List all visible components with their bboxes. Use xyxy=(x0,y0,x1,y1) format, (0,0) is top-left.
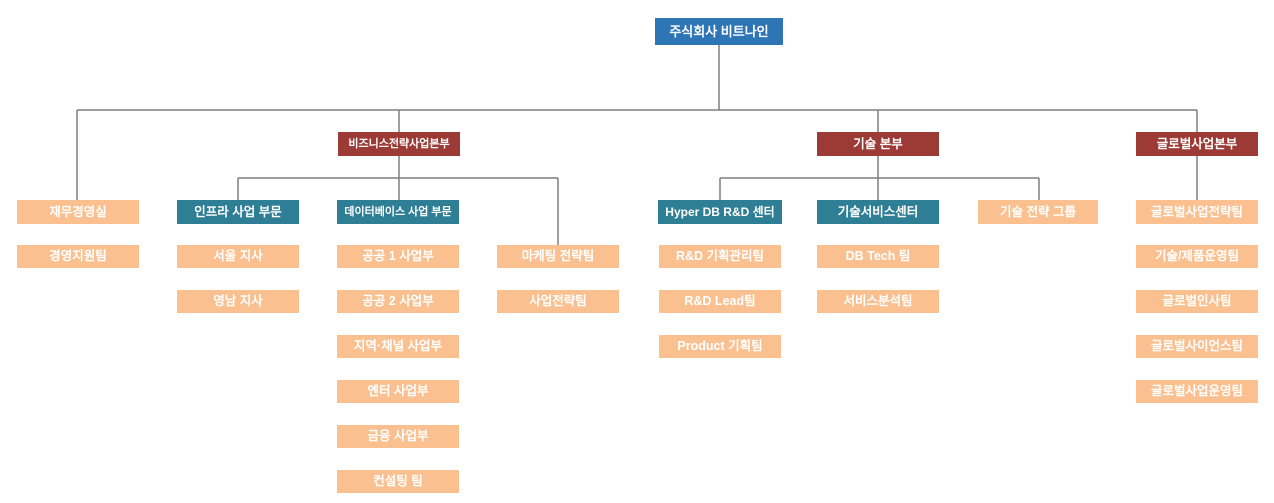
org-node-finance-management-office: 재무경영실 xyxy=(17,200,139,224)
org-node-public-1-dept: 공공 1 사업부 xyxy=(337,245,459,268)
org-node-business-strategy-division: 비즈니스전략사업본부 xyxy=(338,132,460,156)
org-node-global-science-team: 글로벌사이언스팀 xyxy=(1136,335,1258,358)
org-node-tech-product-ops-team: 기술/제품운영팀 xyxy=(1136,245,1258,268)
org-node-seoul-branch: 서울 지사 xyxy=(177,245,299,268)
org-node-technology-division: 기술 본부 xyxy=(817,132,939,156)
org-node-hyper-db-rnd-center: Hyper DB R&D 센터 xyxy=(658,200,782,224)
org-node-product-planning-team: Product 기획팀 xyxy=(659,335,781,358)
org-node-global-business-ops-team: 글로벌사업운영팀 xyxy=(1136,380,1258,403)
org-node-rnd-planning-team: R&D 기획관리팀 xyxy=(659,245,781,268)
org-node-global-hr-team: 글로벌인사팀 xyxy=(1136,290,1258,313)
org-node-service-analysis-team: 서비스분석팀 xyxy=(817,290,939,313)
org-node-global-division: 글로벌사업본부 xyxy=(1136,132,1258,156)
org-node-management-support-team: 경영지원팀 xyxy=(17,245,139,268)
org-node-finance-dept: 금융 사업부 xyxy=(337,425,459,448)
org-node-enterprise-dept: 엔터 사업부 xyxy=(337,380,459,403)
org-node-tech-strategy-group: 기술 전략 그룹 xyxy=(978,200,1098,224)
org-node-public-2-dept: 공공 2 사업부 xyxy=(337,290,459,313)
org-node-infra-unit: 인프라 사업 부문 xyxy=(177,200,299,224)
org-node-company: 주식회사 비트나인 xyxy=(655,18,783,45)
org-node-database-unit: 데이터베이스 사업 부문 xyxy=(337,200,459,224)
org-node-rnd-lead-team: R&D Lead팀 xyxy=(659,290,781,313)
org-node-global-business-strategy-team: 글로벌사업전략팀 xyxy=(1136,200,1258,224)
org-node-business-strategy-team: 사업전략팀 xyxy=(497,290,619,313)
org-node-region-channel-dept: 지역·채널 사업부 xyxy=(337,335,459,358)
org-node-marketing-strategy-team: 마케팅 전략팀 xyxy=(497,245,619,268)
org-node-yeongnam-branch: 영남 지사 xyxy=(177,290,299,313)
org-node-tech-service-center: 기술서비스센터 xyxy=(817,200,939,224)
org-node-consulting-team: 컨설팅 팀 xyxy=(337,470,459,493)
org-node-db-tech-team: DB Tech 팀 xyxy=(817,245,939,268)
